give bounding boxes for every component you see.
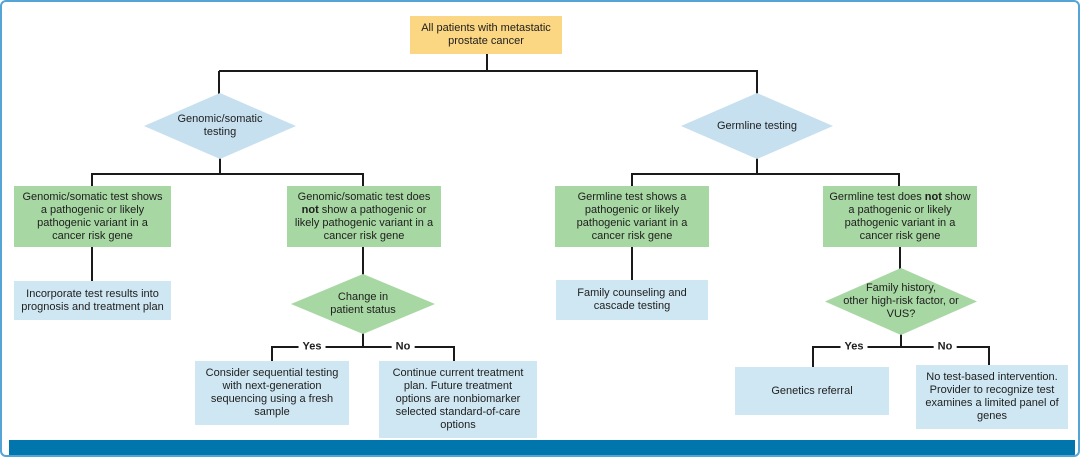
connector [91,174,93,187]
node-no-test-based-intervention: No test-based intervention. Provider to … [916,365,1068,429]
node-germline-test-negative-label: pathogenic variant in a [844,216,956,229]
node-somatic-test-negative-label: likely pathogenic variant in a [294,216,434,229]
connector [756,71,758,95]
node-germline-test-positive-label: Germline test shows a pathogenic or like… [576,190,688,242]
connector [453,346,455,362]
node-somatic-test-positive: Genomic/somatic test shows a pathogenic … [14,186,171,247]
branch-label-yes-left: Yes [298,340,326,354]
connector [219,158,221,175]
node-somatic-test-negative-label: not show a pathogenic or [302,204,427,217]
connector [91,173,364,175]
connector [631,247,633,281]
bold-not: not [301,203,319,216]
node-continue-treatment-label: Continue current treatment plan. Future … [392,367,524,431]
node-germline-test-negative: Germline test does not show a pathogenic… [823,186,977,247]
node-family-counseling: Family counseling and cascade testing [556,280,708,320]
connector [899,247,901,269]
connector [362,174,364,187]
connector [271,346,273,362]
branch-label-yes-right: Yes [840,340,868,354]
node-sequential-testing: Consider sequential testing with next-ge… [195,361,349,425]
node-germline-test-negative-label: Germline test does [829,190,925,203]
decision-change-in-patient-status-label: Change in patient status [330,291,396,316]
connector [218,71,220,95]
connector [898,174,900,187]
connector [631,174,633,187]
node-genetics-referral: Genetics referral [735,367,889,415]
node-sequential-testing-label: Consider sequential testing with next-ge… [205,367,339,418]
decision-germline-testing: Germline testing [681,93,833,159]
node-continue-treatment: Continue current treatment plan. Future … [379,361,537,438]
bold-not: not [924,190,942,203]
connector [756,158,758,175]
node-germline-test-negative-label: show [941,190,971,203]
connector [900,334,902,348]
node-no-test-based-intervention-label: No test-based intervention. Provider to … [925,371,1059,422]
branch-label-no-left: No [391,340,415,354]
decision-change-in-patient-status: Change in patient status [291,274,435,334]
connector [988,346,990,366]
connector [812,346,990,348]
node-somatic-test-negative-label: show a pathogenic or [318,203,427,216]
connector [271,346,455,348]
decision-genomic-somatic-testing-label: Genomic/somatic testing [177,113,263,138]
decision-genomic-somatic-testing: Genomic/somatic testing [144,93,296,159]
node-incorporate-results-label: Incorporate test results into prognosis … [21,287,164,313]
decision-germline-testing-label: Germline testing [716,119,798,132]
node-genetics-referral-label: Genetics referral [771,384,853,397]
connector [362,333,364,348]
node-somatic-test-negative: Genomic/somatic test does not show a pat… [287,186,441,247]
node-somatic-test-positive-label: Genomic/somatic test shows a pathogenic … [22,190,163,242]
node-germline-test-negative-label: a pathogenic or likely [848,203,952,216]
branch-label-no-right: No [933,340,957,354]
bottom-accent-bar [9,440,1075,455]
node-germline-test-negative-label: Germline test does not show [829,191,970,204]
node-somatic-test-negative-label: Genomic/somatic test does [297,190,431,203]
node-incorporate-results: Incorporate test results into prognosis … [14,281,171,320]
connector [631,173,900,175]
node-family-counseling-label: Family counseling and cascade testing [577,287,687,312]
decision-family-history-label: Family history, other high-risk factor, … [843,282,959,320]
node-germline-test-positive: Germline test shows a pathogenic or like… [555,186,709,247]
connector [91,247,93,281]
node-germline-test-negative-label: cancer risk gene [859,229,941,242]
connector [219,70,758,72]
node-all-patients: All patients with metastatic prostate ca… [410,16,562,54]
node-all-patients-label: All patients with metastatic prostate ca… [421,22,551,47]
node-somatic-test-negative-label: cancer risk gene [323,229,405,242]
connector [486,54,488,71]
decision-family-history: Family history, other high-risk factor, … [825,268,977,335]
connector [812,346,814,368]
connector [362,247,364,275]
